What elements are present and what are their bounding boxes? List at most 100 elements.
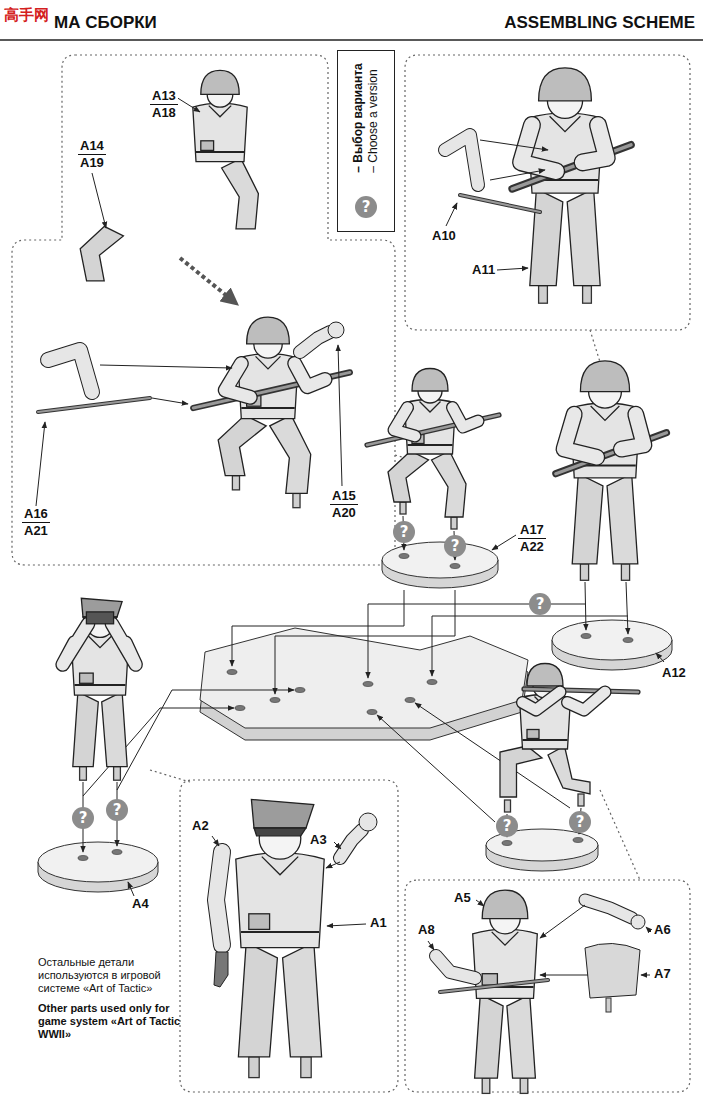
- rifle: [440, 980, 548, 992]
- arm: [63, 624, 89, 665]
- belt: [241, 407, 294, 409]
- part-number: A3: [308, 832, 329, 848]
- helmet: [527, 664, 563, 687]
- leg: [475, 995, 504, 1079]
- version-mark: ?: [569, 811, 591, 833]
- leg: [500, 746, 542, 797]
- leader-line: [36, 422, 45, 506]
- legend-text-group: – Выбор варианта– Choose a version: [351, 63, 381, 172]
- arm: [112, 624, 136, 665]
- part-sleeve: [48, 350, 92, 392]
- peg: [80, 767, 87, 781]
- assembly-line: [275, 590, 455, 694]
- leg: [238, 942, 277, 1056]
- leg: [507, 995, 536, 1079]
- part-sleeve: [340, 830, 362, 858]
- leader-line: [176, 97, 200, 112]
- peg: [621, 564, 629, 580]
- part-sleeve: [585, 900, 632, 918]
- leg: [270, 415, 311, 493]
- base-hole: [450, 564, 460, 569]
- arm: [621, 414, 644, 449]
- base-top: [382, 542, 498, 578]
- part-number: A14: [78, 138, 106, 155]
- assembly-line: [117, 690, 294, 790]
- soldier-figure: [193, 317, 350, 507]
- leader-line: [476, 900, 484, 906]
- soldier-figure: [193, 70, 259, 228]
- part-sleeve: [340, 830, 362, 858]
- arm: [568, 692, 606, 710]
- part-number: A15: [330, 488, 358, 505]
- upper-body: [63, 598, 136, 695]
- arm: [394, 408, 415, 437]
- leg: [567, 189, 600, 286]
- base-hole: [227, 670, 237, 675]
- peg: [400, 502, 406, 514]
- fist: [359, 813, 377, 831]
- peg: [301, 1057, 311, 1078]
- leader-line: [327, 924, 366, 926]
- version-mark: ?: [444, 535, 466, 557]
- peg: [580, 564, 588, 580]
- arm: [583, 125, 607, 162]
- part-number: A16: [22, 506, 50, 523]
- leader-line: [490, 170, 545, 180]
- legend-text: – Choose a version: [366, 63, 381, 172]
- soldier-figure: [512, 68, 631, 303]
- leader-line: [540, 905, 585, 938]
- belt: [75, 684, 126, 686]
- peg: [520, 1078, 528, 1093]
- version-mark: ?: [72, 807, 94, 829]
- leader-line: [338, 345, 342, 486]
- arm: [225, 364, 250, 398]
- base-hole: [573, 838, 583, 843]
- assembly-line: [232, 590, 404, 666]
- peg: [482, 1078, 490, 1093]
- base-hole: [367, 710, 377, 715]
- base-hole: [363, 682, 373, 687]
- rifle: [38, 398, 150, 412]
- version-mark: ?: [355, 196, 377, 218]
- peg: [249, 1057, 259, 1078]
- base-hole: [112, 850, 122, 855]
- upper-body: [556, 361, 667, 478]
- part-number: A1: [368, 915, 389, 931]
- fist: [328, 322, 344, 338]
- backpack: [585, 943, 640, 998]
- arm: [523, 692, 561, 710]
- base-hole: [235, 706, 245, 711]
- base-hole: [399, 554, 409, 559]
- arm: [568, 692, 606, 710]
- soldier-figure: [367, 369, 499, 530]
- helmet: [580, 361, 629, 392]
- arm: [453, 408, 479, 428]
- arm: [523, 692, 561, 710]
- rifle: [38, 398, 150, 412]
- leader-line: [540, 975, 588, 976]
- leader-line: [326, 862, 340, 868]
- binoculars: [86, 612, 113, 624]
- part-number: A10: [430, 228, 458, 244]
- peg: [583, 286, 592, 304]
- callout-outline: [590, 330, 600, 362]
- upper-body: [367, 369, 499, 455]
- leader-line: [492, 535, 516, 550]
- peg: [505, 800, 511, 812]
- part-number: A11: [470, 262, 497, 278]
- leg: [388, 451, 429, 502]
- version-mark: ?: [529, 593, 551, 615]
- base-top: [200, 628, 528, 728]
- header-rule: [0, 39, 703, 41]
- leg: [218, 415, 266, 476]
- belt: [523, 739, 568, 741]
- part-number: A17: [518, 522, 546, 539]
- arm: [521, 125, 556, 171]
- leader-line: [497, 268, 528, 270]
- version-mark: ?: [496, 815, 518, 837]
- peg: [293, 493, 300, 507]
- pouch: [482, 974, 497, 985]
- pouch: [249, 914, 270, 930]
- arm: [394, 408, 415, 437]
- callout-outline: [405, 880, 690, 1092]
